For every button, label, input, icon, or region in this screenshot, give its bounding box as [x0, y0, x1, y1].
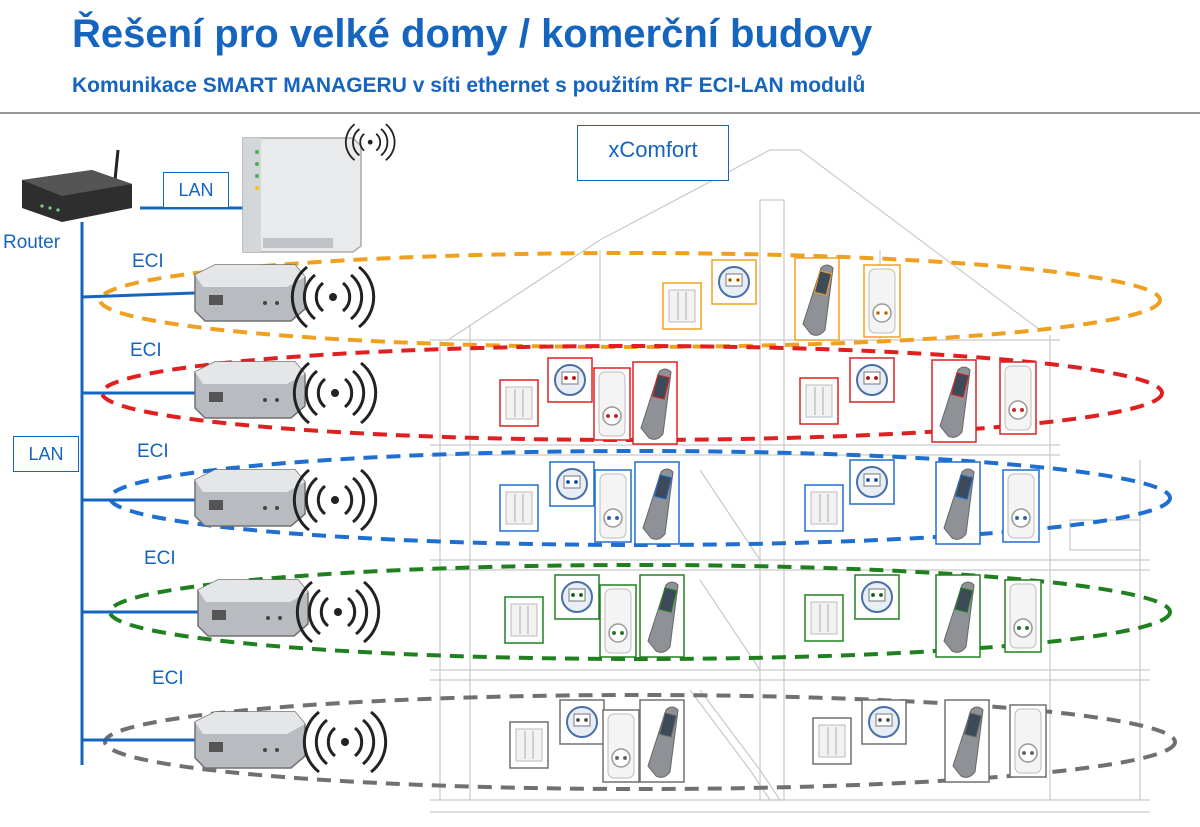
plug-socket-icon: [999, 361, 1037, 435]
wall-switch-icon: [662, 282, 702, 330]
floor-ring-1: [108, 563, 1172, 661]
xcomfort-label: xComfort: [577, 125, 729, 181]
eci-lan-module-icon: [194, 711, 306, 769]
eci-label-floor-2: ECI: [137, 441, 169, 462]
title-divider: [0, 112, 1200, 114]
eci-label-floor-3: ECI: [130, 340, 162, 361]
plug-socket-icon: [593, 367, 631, 441]
wall-switch-icon: [804, 594, 844, 642]
remote-control-icon: [632, 361, 678, 445]
remote-control-icon: [931, 359, 977, 443]
remote-control-icon: [634, 461, 680, 545]
actuator-icon: [849, 459, 895, 505]
building-outline: [430, 149, 1150, 813]
page-subtitle: Komunikace SMART MANAGERU v síti etherne…: [72, 74, 866, 97]
floor-ring-3: [100, 344, 1164, 442]
remote-control-icon: [935, 574, 981, 658]
wall-switch-icon: [812, 717, 852, 765]
wall-switch-icon: [799, 377, 839, 425]
eci-lan-module-icon: [194, 361, 306, 419]
remote-control-icon: [944, 699, 990, 783]
actuator-icon: [554, 574, 600, 620]
lan-label-top: LAN: [163, 172, 229, 208]
eci-label-attic: ECI: [132, 251, 164, 272]
eci-lan-module-icon: [197, 579, 309, 637]
plug-socket-icon: [594, 469, 632, 543]
wall-switch-icon: [499, 379, 539, 427]
remote-control-icon: [794, 257, 840, 341]
plug-socket-icon: [1002, 469, 1040, 543]
wireless-signal-icon: [292, 468, 378, 532]
eci-lan-module-icon: [194, 469, 306, 527]
plug-socket-icon: [1004, 579, 1042, 653]
remote-control-icon: [639, 574, 685, 658]
floor-ring-2: [108, 449, 1172, 547]
page-title: Řešení pro velké domy / komerční budovy: [72, 12, 873, 56]
remote-control-icon: [639, 699, 685, 783]
plug-socket-icon: [863, 264, 901, 338]
wireless-signal-icon: [295, 580, 381, 644]
wall-switch-icon: [504, 596, 544, 644]
wireless-signal-icon: [292, 361, 378, 425]
lan-label-left: LAN: [13, 436, 79, 472]
plug-socket-icon: [602, 709, 640, 783]
router-label: Router: [3, 232, 61, 253]
wall-switch-icon: [509, 721, 549, 769]
plug-socket-icon: [599, 584, 637, 658]
network-lines: [80, 206, 245, 765]
plug-socket-icon: [1009, 704, 1047, 778]
actuator-icon: [711, 259, 757, 305]
actuator-icon: [854, 574, 900, 620]
eci-label-ground: ECI: [152, 668, 184, 689]
floor-ring-ground: [103, 693, 1177, 791]
floor-ring-attic: [98, 251, 1162, 349]
actuator-icon: [559, 699, 605, 745]
eci-label-floor-1: ECI: [144, 548, 176, 569]
actuator-icon: [861, 699, 907, 745]
actuator-icon: [849, 357, 895, 403]
remote-control-icon: [935, 461, 981, 545]
actuator-icon: [547, 357, 593, 403]
router-icon: [22, 149, 132, 222]
actuator-icon: [549, 461, 595, 507]
smart-manager-icon: [242, 137, 362, 253]
wall-switch-icon: [804, 484, 844, 532]
wireless-signal-icon: [302, 710, 388, 774]
eci-lan-module-icon: [194, 264, 306, 322]
wall-switch-icon: [499, 484, 539, 532]
